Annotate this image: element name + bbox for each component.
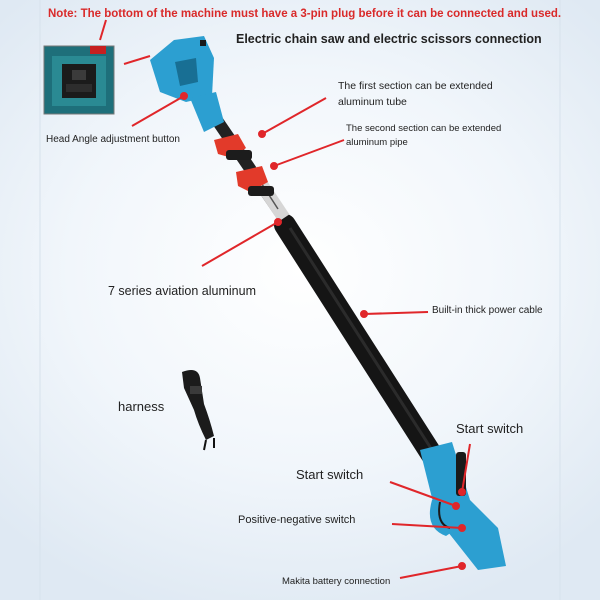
pointer-lines [99, 19, 471, 579]
label-first-section-2: aluminum tube [338, 96, 407, 108]
label-power-cable: Built-in thick power cable [432, 305, 543, 316]
label-head-angle: Head Angle adjustment button [46, 134, 180, 145]
label-second-section-1: The second section can be extended [346, 123, 502, 134]
label-connection: Electric chain saw and electric scissors… [236, 32, 542, 46]
aluminum-pole-icon [204, 104, 443, 466]
label-battery: Makita battery connection [282, 576, 391, 587]
inset-photo-icon [43, 45, 115, 115]
extension-clamp-icon [214, 134, 274, 196]
label-aviation: 7 series aviation aluminum [108, 284, 256, 298]
label-first-section-1: The first section can be extended [338, 80, 493, 92]
label-start-switch-right: Start switch [456, 421, 524, 436]
label-pos-neg-switch: Positive-negative switch [238, 514, 356, 526]
warning-note: Note: The bottom of the machine must hav… [48, 8, 562, 20]
label-second-section-2: aluminum pipe [346, 137, 408, 148]
harness-strap-icon [182, 370, 215, 451]
label-start-switch-left: Start switch [296, 467, 364, 482]
tool-head-icon [150, 36, 224, 132]
tool-handle-icon [420, 442, 506, 570]
label-harness: harness [118, 399, 165, 414]
